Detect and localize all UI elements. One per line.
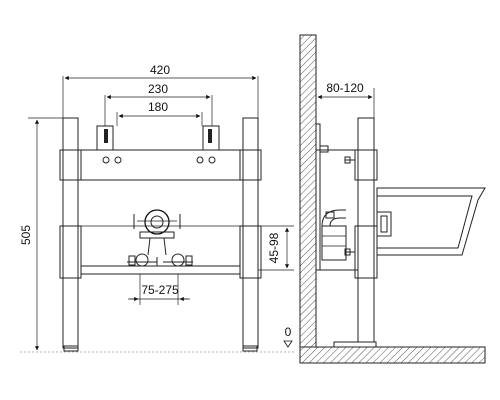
wall-bracket-top: [319, 145, 329, 153]
wall-section: [299, 34, 317, 348]
bolt-upper-head: [344, 156, 351, 164]
left-foot: [63, 345, 79, 352]
right-post: [242, 117, 259, 349]
dim-label-180: 180: [148, 100, 168, 114]
floor-section: [299, 346, 486, 364]
dim-label-75275: 75-275: [141, 283, 179, 297]
side-view: 80-120: [299, 34, 486, 364]
wall-plate: [315, 123, 321, 271]
left-bracket: [96, 125, 122, 164]
dim-label-420: 420: [150, 63, 170, 77]
side-post: [357, 117, 375, 343]
front-view: 420 230 180 505 45-98 75-275 0: [19, 63, 295, 353]
dim-label-505: 505: [19, 225, 33, 245]
dim-label-230: 230: [148, 82, 168, 96]
right-bracket: [196, 125, 220, 164]
drain-elbow: [321, 209, 347, 261]
bolt-lower-head: [344, 248, 351, 256]
floor-level-symbol: [283, 340, 293, 348]
dim-label-80120: 80-120: [326, 81, 364, 95]
drain-assembly: [127, 209, 193, 267]
left-post-clamp-bottom: [59, 225, 82, 279]
wash-basin: [376, 187, 486, 256]
side-post-clamp-top: [354, 149, 378, 181]
bottom-crossbar: [80, 265, 241, 275]
right-post-clamp-bottom: [239, 225, 262, 279]
floor-plate: [333, 341, 377, 348]
left-post: [62, 117, 79, 349]
top-crossbar: [80, 149, 241, 181]
dim-label-4598: 45-98: [267, 232, 281, 263]
floor-level-label: 0: [285, 325, 292, 339]
right-foot: [242, 345, 258, 352]
